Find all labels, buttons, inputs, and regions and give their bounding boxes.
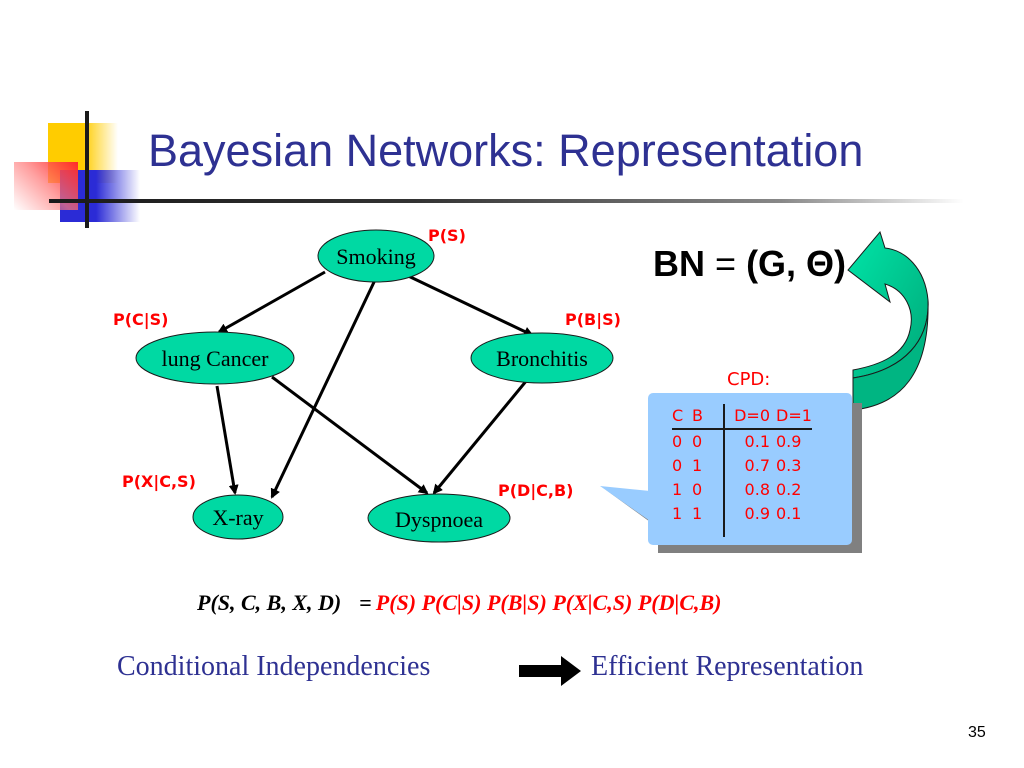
cpd-cell: 1: [672, 504, 683, 523]
cpd-callout-pointer: [600, 486, 660, 528]
node-label: Smoking: [336, 244, 415, 269]
cpd-cell: 0.1: [776, 504, 802, 523]
cpd-column-divider: [723, 404, 725, 537]
curved-arrow-tail: [852, 299, 929, 411]
node-label: Dyspnoea: [395, 507, 483, 532]
node-label: Bronchitis: [496, 346, 588, 371]
edge-cancer-xray: [215, 385, 239, 495]
conclusion-right: Efficient Representation: [591, 651, 864, 682]
bn-formula-lhs: BN: [653, 243, 705, 284]
cpd-cell: 0.9: [776, 432, 802, 451]
joint-equals: =: [359, 590, 372, 615]
prob-label-cancer: P(C|S): [113, 310, 168, 330]
bn-formula-equals: =: [715, 243, 737, 284]
cpd-header-cell: B: [692, 404, 722, 430]
joint-rhs: P(S) P(C|S) P(B|S) P(X|C,S) P(D|C,B): [375, 590, 722, 615]
node-label: X-ray: [212, 505, 263, 530]
node-xray[interactable]: X-ray: [192, 494, 284, 540]
cpd-header-cell: C: [672, 404, 692, 430]
edge-smoking-xray: [270, 279, 377, 499]
page-number: 35: [968, 724, 986, 741]
cpd-table: C B D=0 D=1 0 0 0.1 0.9 0 1 0.7 0.3 1 0 …: [672, 404, 812, 526]
cpd-cell: 0: [692, 432, 703, 451]
cpd-cell: 0.3: [776, 456, 802, 475]
prob-label-xray: P(X|C,S): [122, 472, 196, 492]
cpd-header-cell: D=1: [776, 404, 812, 430]
cpd-header-row: C B D=0 D=1: [672, 404, 812, 430]
cpd-cell: 0: [692, 480, 703, 499]
cpd-cell: 0.7: [744, 456, 770, 475]
cpd-cell: 1: [692, 504, 703, 523]
cpd-cell: 0.8: [744, 480, 770, 499]
edge-cancer-dyspnoea: [271, 375, 429, 495]
prob-label-bronchitis: P(B|S): [565, 310, 621, 330]
node-dyspnoea[interactable]: Dyspnoea: [367, 493, 511, 543]
node-lung-cancer[interactable]: lung Cancer: [135, 331, 295, 385]
edge-smoking-bronchitis: [401, 271, 534, 337]
cpd-cell: 0: [672, 432, 683, 451]
logo-vertical-line: [85, 111, 89, 228]
bn-formula-rhs: (G, Θ): [746, 243, 847, 284]
edge-bronchitis-dyspnoea: [432, 379, 529, 495]
cpd-cell: 0.2: [776, 480, 802, 499]
cpd-row: 1 1 0.9 0.1: [672, 502, 812, 526]
bn-formula: BN = (G, Θ): [653, 243, 846, 285]
cpd-cell: 1: [692, 456, 703, 475]
cpd-title: CPD:: [727, 369, 771, 390]
node-label: lung Cancer: [162, 346, 270, 371]
cpd-cell: 1: [672, 480, 683, 499]
slide-title: Bayesian Networks: Representation: [148, 125, 864, 176]
conclusion-left: Conditional Independencies: [117, 651, 431, 682]
prob-label-dyspnoea: P(D|C,B): [498, 481, 574, 501]
cpd-row: 1 0 0.8 0.2: [672, 478, 812, 502]
joint-distribution-formula: P(S, C, B, X, D) =P(S) P(C|S) P(B|S) P(X|…: [197, 590, 722, 616]
edge-smoking-cancer: [217, 270, 326, 334]
cpd-row: 0 0 0.1 0.9: [672, 429, 812, 454]
cpd-cell: 0.1: [744, 432, 770, 451]
node-smoking[interactable]: Smoking: [317, 229, 435, 283]
edges: [215, 270, 534, 499]
cpd-row: 0 1 0.7 0.3: [672, 454, 812, 478]
cpd-header-cell: D=0: [722, 404, 776, 430]
cpd-cell: 0: [672, 456, 683, 475]
title-underline: [49, 199, 964, 203]
joint-lhs: P(S, C, B, X, D): [197, 590, 342, 615]
cpd-cell: 0.9: [744, 504, 770, 523]
right-arrow-icon: [519, 656, 581, 686]
node-bronchitis[interactable]: Bronchitis: [470, 332, 614, 384]
prob-label-smoking: P(S): [428, 226, 466, 245]
